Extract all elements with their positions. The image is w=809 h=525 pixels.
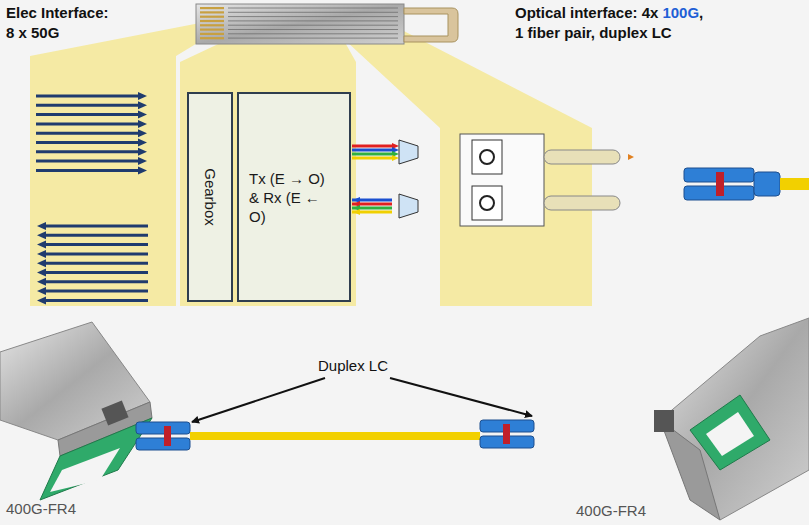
fan-region — [180, 30, 356, 306]
module-name: 400G-FR4 — [576, 502, 646, 520]
txrx-box: Tx (E → O) & Rx (E ← O) — [237, 92, 351, 302]
lane-arrows — [36, 92, 148, 304]
txrx-label: Tx (E → O) & Rx (E ← O) — [249, 169, 337, 226]
mux — [399, 140, 418, 164]
lc-connector — [480, 420, 534, 448]
transceiver-left — [0, 322, 152, 500]
ferrule — [480, 150, 494, 164]
lc-connector — [136, 422, 190, 450]
interface-label: Elec Interface: — [6, 4, 109, 22]
interface-label: , — [699, 4, 703, 22]
fan-region — [332, 28, 592, 306]
lc-connector — [684, 168, 809, 200]
callout-label: Duplex LC — [318, 357, 388, 375]
interface-label: 1 fiber pair, duplex LC — [515, 24, 672, 42]
tx-heads — [353, 143, 399, 215]
gearbox-label: Gearbox — [201, 168, 220, 226]
leader-line — [390, 378, 532, 416]
interface-label: Optical interface: 4x — [515, 4, 658, 22]
contacts — [200, 7, 398, 39]
module-top — [196, 4, 404, 44]
cable — [190, 432, 480, 440]
leader-line — [192, 378, 325, 422]
rate-label: 100G — [662, 4, 699, 22]
interface-label: 8 x 50G — [6, 24, 59, 42]
lc-receptacle — [460, 134, 544, 226]
pull-tab — [404, 8, 458, 42]
demux — [399, 194, 418, 218]
ferrule — [480, 196, 494, 210]
gearbox-box: Gearbox — [187, 92, 233, 302]
module-name: 400G-FR4 — [6, 500, 76, 518]
transceiver-right — [654, 318, 809, 520]
tx-lanes — [352, 146, 392, 212]
